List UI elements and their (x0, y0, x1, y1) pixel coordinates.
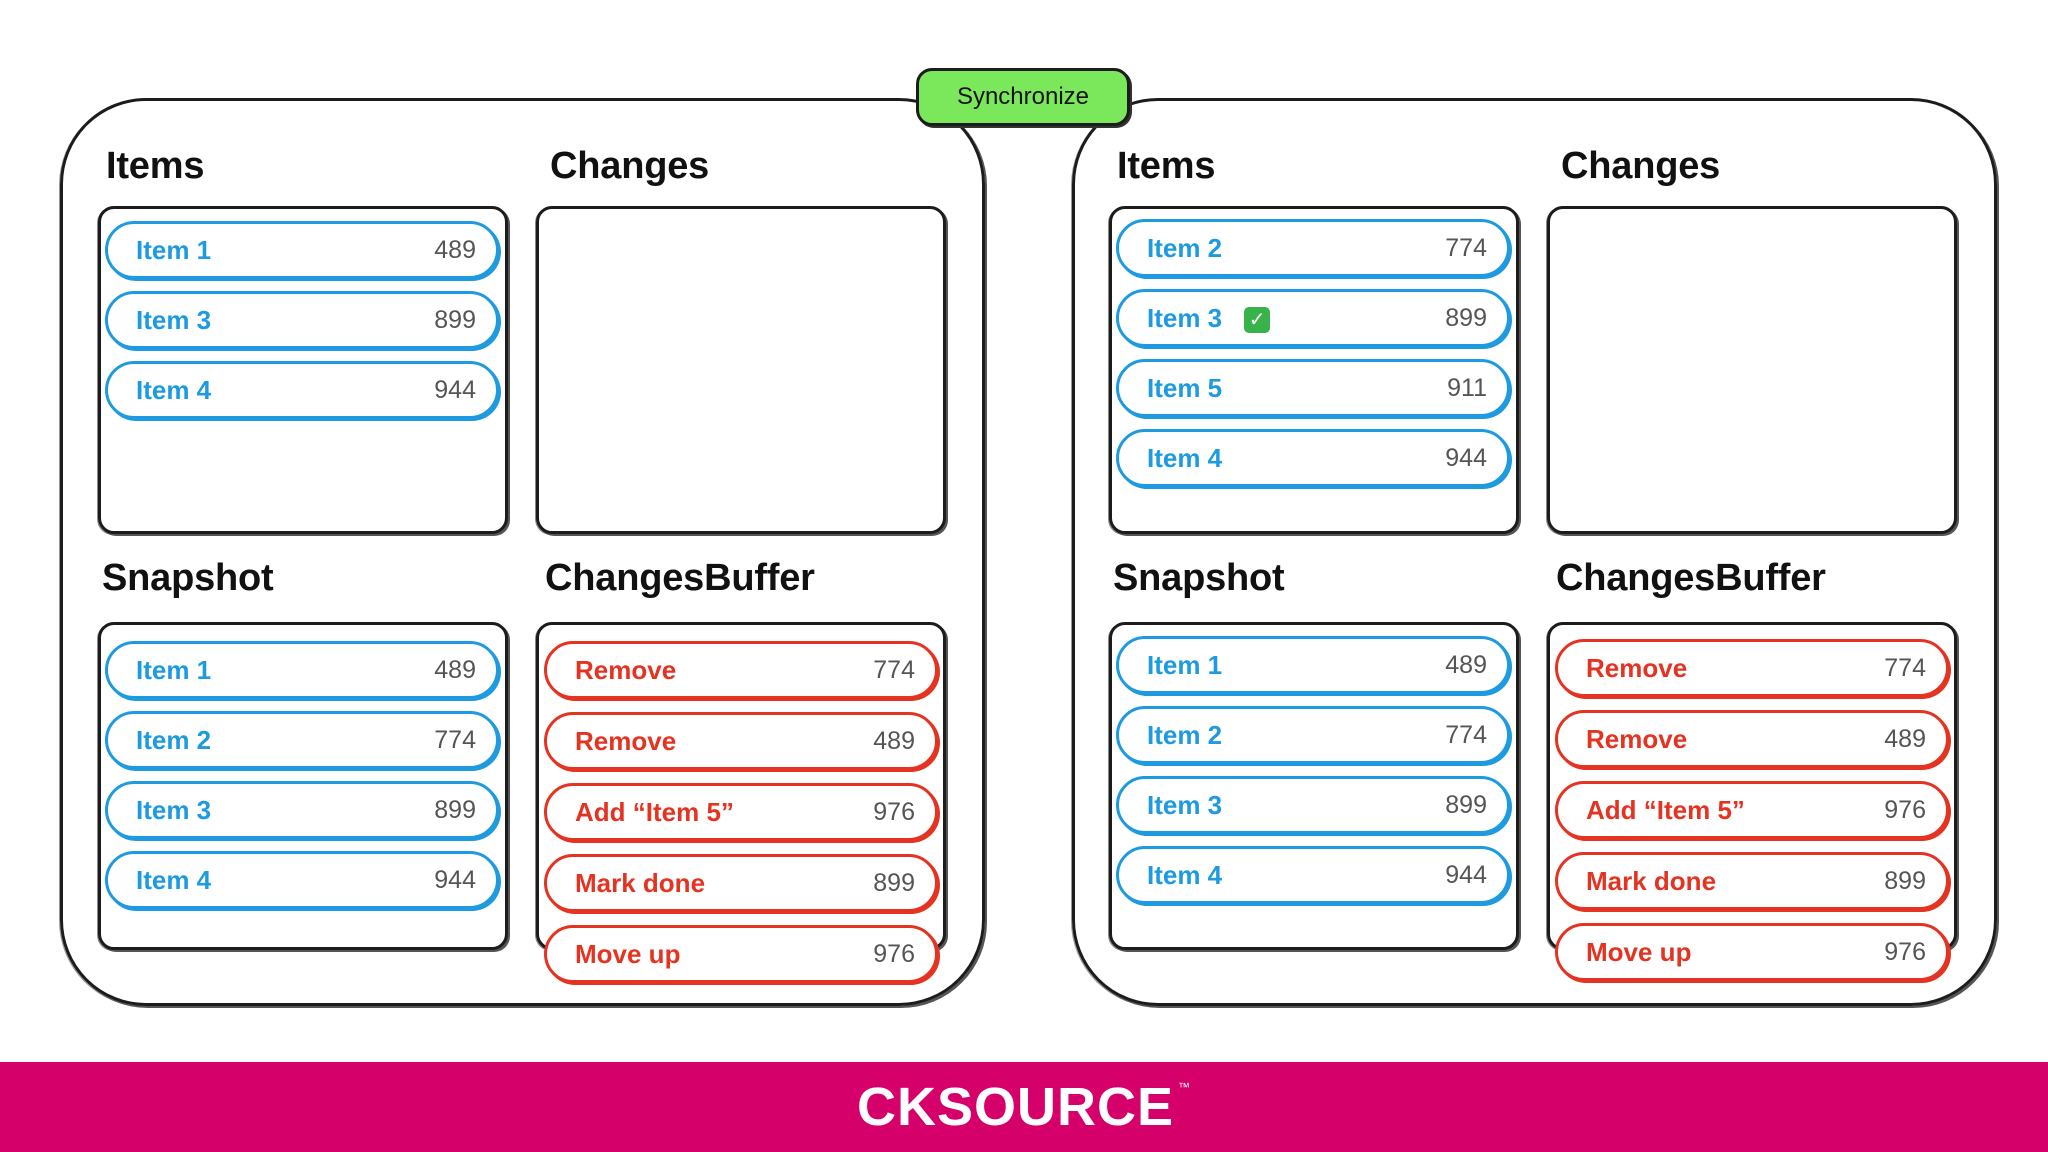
left-buffer-item-label: Mark done (575, 867, 706, 898)
right-buffer-item-value: 976 (1884, 937, 1926, 966)
left-item-row[interactable]: Item 1 489 (105, 221, 499, 279)
left-buffer-item-row[interactable]: Move up 976 (544, 925, 938, 983)
trademark-mark: ™ (1178, 1080, 1192, 1094)
state-right-container (1072, 98, 1997, 1006)
right-item-label: Item 2 (1147, 232, 1223, 263)
right-item-value: 911 (1447, 373, 1487, 402)
left-buffer-item-value: 489 (873, 726, 915, 755)
left-item-label: Item 4 (136, 374, 212, 405)
right-snapshot-title: Snapshot (1113, 557, 1285, 599)
right-snapshot-item-label: Item 3 (1147, 789, 1223, 820)
left-buffer-item-row[interactable]: Remove 489 (544, 712, 938, 770)
left-snapshot-item-value: 899 (434, 795, 476, 824)
synchronize-button[interactable]: Synchronize (916, 68, 1130, 126)
left-changes-title: Changes (550, 145, 710, 187)
right-buffer-item-label: Remove (1586, 723, 1688, 754)
left-snapshot-item-value: 944 (434, 865, 476, 894)
left-item-value: 944 (434, 375, 476, 404)
left-snapshot-title: Snapshot (102, 557, 274, 599)
left-snapshot-item-label: Item 1 (136, 654, 212, 685)
left-buffer-item-label: Remove (575, 654, 677, 685)
left-snapshot-item-label: Item 3 (136, 794, 212, 825)
right-buffer-item-value: 976 (1884, 795, 1926, 824)
right-buffer-item-row[interactable]: Remove 489 (1555, 710, 1949, 768)
check-icon: ✓ (1244, 306, 1271, 333)
left-snapshot-item-row[interactable]: Item 2 774 (105, 711, 499, 769)
right-buffer-item-value: 774 (1884, 653, 1926, 682)
right-item-value: 774 (1445, 233, 1487, 262)
right-item-label: Item 4 (1147, 442, 1223, 473)
left-items-title: Items (106, 145, 205, 187)
right-buffer-item-row[interactable]: Mark done 899 (1555, 852, 1949, 910)
left-buffer-item-label: Move up (575, 938, 681, 969)
right-changes-title: Changes (1561, 145, 1721, 187)
right-item-row[interactable]: Item 3✓899 (1116, 289, 1510, 347)
left-snapshot-item-row[interactable]: Item 4 944 (105, 851, 499, 909)
right-snapshot-item-label: Item 4 (1147, 859, 1223, 890)
left-buffer-item-value: 976 (873, 939, 915, 968)
right-snapshot-item-value: 489 (1445, 650, 1487, 679)
left-buffer-item-value: 899 (873, 868, 915, 897)
right-snapshot-item-label: Item 2 (1147, 719, 1223, 750)
right-snapshot-item-value: 899 (1445, 790, 1487, 819)
right-buffer-item-label: Add “Item 5” (1586, 794, 1745, 825)
left-buffer-title: ChangesBuffer (545, 557, 815, 599)
left-buffer-item-row[interactable]: Mark done 899 (544, 854, 938, 912)
right-snapshot-item-label: Item 1 (1147, 649, 1223, 680)
logo-text: CKSOURCE (856, 1077, 1175, 1137)
left-item-value: 489 (434, 235, 476, 264)
right-snapshot-item-row[interactable]: Item 3 899 (1116, 776, 1510, 834)
right-item-value: 944 (1445, 443, 1487, 472)
right-buffer-item-value: 899 (1884, 866, 1926, 895)
left-snapshot-item-label: Item 4 (136, 864, 212, 895)
right-snapshot-item-row[interactable]: Item 4 944 (1116, 846, 1510, 904)
right-buffer-item-label: Mark done (1586, 865, 1717, 896)
left-item-label: Item 3 (136, 304, 212, 335)
right-snapshot-item-row[interactable]: Item 1 489 (1116, 636, 1510, 694)
right-buffer-item-label: Move up (1586, 936, 1692, 967)
right-item-label: Item 3✓ (1147, 303, 1445, 334)
right-buffer-title: ChangesBuffer (1556, 557, 1826, 599)
right-item-label: Item 5 (1147, 372, 1223, 403)
left-snapshot-item-value: 774 (434, 725, 476, 754)
right-items-title: Items (1117, 145, 1216, 187)
left-changes-panel (536, 206, 946, 534)
left-buffer-item-value: 976 (873, 797, 915, 826)
left-snapshot-item-row[interactable]: Item 3 899 (105, 781, 499, 839)
left-snapshot-item-row[interactable]: Item 1 489 (105, 641, 499, 699)
left-item-label: Item 1 (136, 234, 212, 265)
right-item-row[interactable]: Item 5 911 (1116, 359, 1510, 417)
right-snapshot-item-row[interactable]: Item 2 774 (1116, 706, 1510, 764)
right-buffer-item-row[interactable]: Add “Item 5” 976 (1555, 781, 1949, 839)
right-buffer-item-row[interactable]: Move up 976 (1555, 923, 1949, 981)
right-snapshot-item-value: 774 (1445, 720, 1487, 749)
right-buffer-item-label: Remove (1586, 652, 1688, 683)
left-buffer-item-label: Add “Item 5” (575, 796, 734, 827)
right-changes-panel (1547, 206, 1957, 534)
left-item-row[interactable]: Item 3 899 (105, 291, 499, 349)
left-item-row[interactable]: Item 4 944 (105, 361, 499, 419)
right-item-row[interactable]: Item 4 944 (1116, 429, 1510, 487)
left-buffer-item-row[interactable]: Remove 774 (544, 641, 938, 699)
left-item-value: 899 (434, 305, 476, 334)
right-item-row[interactable]: Item 2 774 (1116, 219, 1510, 277)
left-buffer-item-label: Remove (575, 725, 677, 756)
left-snapshot-item-label: Item 2 (136, 724, 212, 755)
right-buffer-item-value: 489 (1884, 724, 1926, 753)
left-snapshot-item-value: 489 (434, 655, 476, 684)
state-left-container (60, 98, 985, 1006)
right-buffer-item-row[interactable]: Remove 774 (1555, 639, 1949, 697)
right-snapshot-item-value: 944 (1445, 860, 1487, 889)
left-buffer-item-value: 774 (873, 655, 915, 684)
left-buffer-item-row[interactable]: Add “Item 5” 976 (544, 783, 938, 841)
right-item-value: 899 (1445, 303, 1487, 332)
